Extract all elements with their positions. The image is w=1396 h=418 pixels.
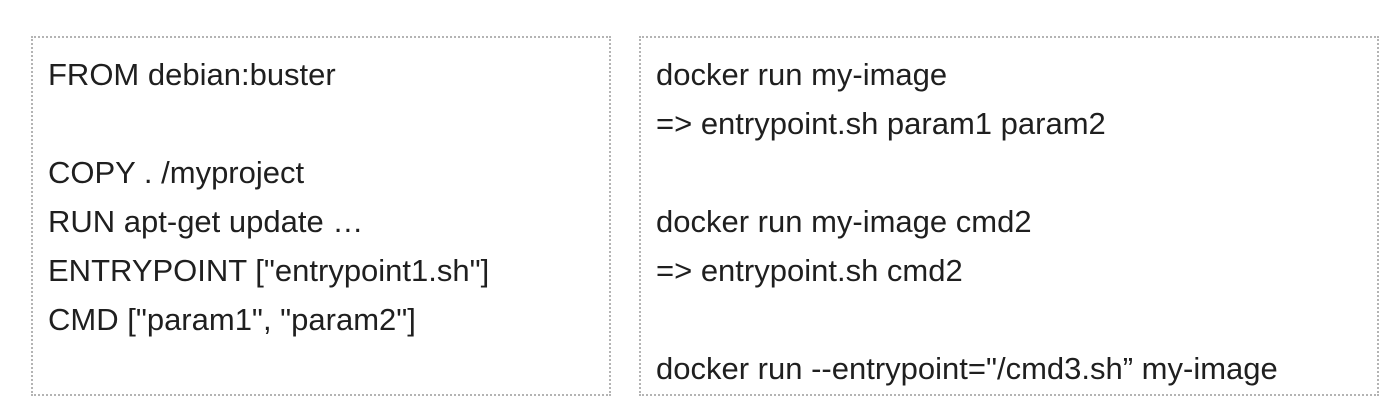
dockerfile-line-entrypoint: ENTRYPOINT ["entrypoint1.sh"] xyxy=(48,253,490,288)
dockerfile-panel: FROM debian:buster COPY . /myproject RUN… xyxy=(31,36,611,396)
commands-panel: docker run my-image => entrypoint.sh par… xyxy=(639,36,1379,396)
dockerfile-line-cmd: CMD ["param1", "param2"] xyxy=(48,302,416,337)
command-run-default: docker run my-image xyxy=(656,57,948,92)
result-run-cmd2: => entrypoint.sh cmd2 xyxy=(656,253,963,288)
dockerfile-line-from: FROM debian:buster xyxy=(48,57,336,92)
command-run-entrypoint-override: docker run --entrypoint="/cmd3.sh” my-im… xyxy=(656,351,1278,386)
result-run-default: => entrypoint.sh param1 param2 xyxy=(656,106,1106,141)
dockerfile-line-run: RUN apt-get update … xyxy=(48,204,364,239)
command-run-cmd2: docker run my-image cmd2 xyxy=(656,204,1032,239)
dockerfile-line-copy: COPY . /myproject xyxy=(48,155,305,190)
